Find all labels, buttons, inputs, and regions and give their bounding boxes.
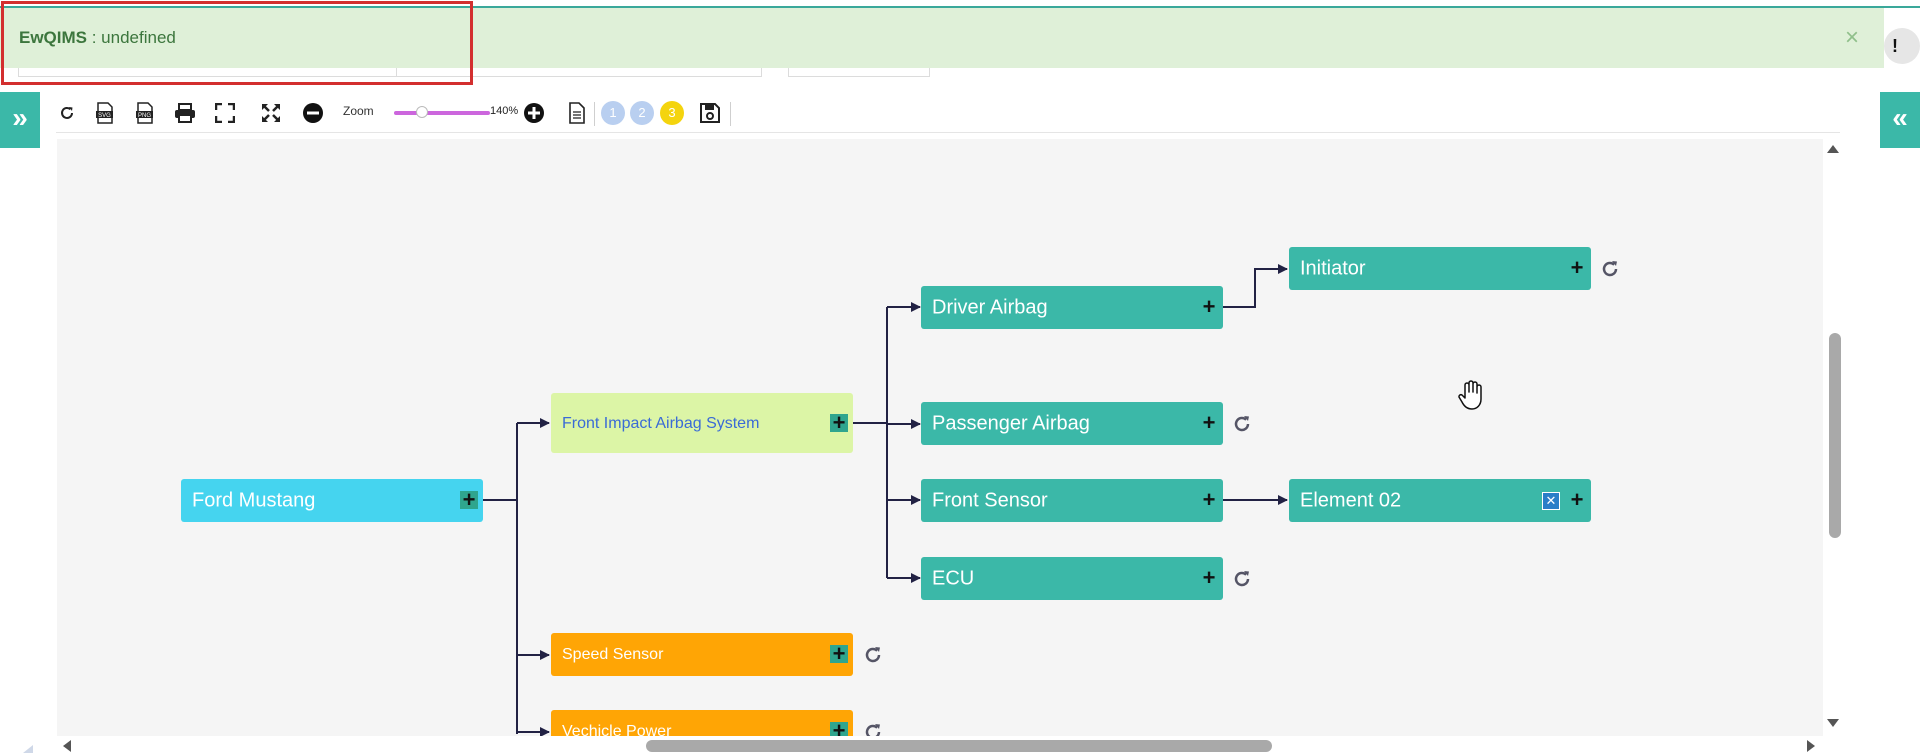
- expand-plus-icon[interactable]: +: [1570, 487, 1584, 512]
- node-ford-mustang[interactable]: Ford Mustang +: [181, 479, 483, 522]
- document-icon[interactable]: [564, 100, 590, 126]
- scroll-up-icon[interactable]: [1826, 144, 1840, 154]
- node-label: Element 02: [1300, 489, 1402, 511]
- scroll-down-icon[interactable]: [1826, 718, 1840, 728]
- refresh-node-icon[interactable]: [1230, 412, 1254, 436]
- diagram-canvas[interactable]: Ford Mustang + Front Impact Airbag Syste…: [57, 139, 1823, 736]
- refresh-icon[interactable]: [54, 100, 80, 126]
- zoom-in-icon[interactable]: [521, 100, 547, 126]
- node-label: Initiator: [1300, 257, 1366, 279]
- refresh-node-icon[interactable]: [1230, 567, 1254, 591]
- node-vehicle-power[interactable]: Vechicle Power +: [551, 710, 853, 736]
- alert-text: : undefined: [87, 28, 176, 47]
- png-export-icon[interactable]: PNG: [132, 100, 158, 126]
- connector-lines: [483, 264, 1288, 736]
- top-border: [0, 6, 1920, 8]
- print-icon[interactable]: [172, 100, 198, 126]
- zoom-out-icon[interactable]: [300, 100, 326, 126]
- refresh-node-icon[interactable]: [861, 720, 885, 736]
- expand-plus-icon[interactable]: +: [1202, 410, 1216, 435]
- help-badge[interactable]: !: [1884, 28, 1920, 64]
- scroll-right-icon[interactable]: [1806, 739, 1816, 753]
- resize-corner-icon: [23, 745, 33, 753]
- right-panel-toggle[interactable]: «: [1880, 92, 1920, 148]
- highlight-box: [1, 1, 473, 85]
- fit-screen-icon[interactable]: [212, 100, 238, 126]
- svg-text:PNG: PNG: [138, 113, 151, 119]
- save-icon[interactable]: [697, 100, 723, 126]
- level-1-button[interactable]: 1: [601, 101, 625, 125]
- node-label: Speed Sensor: [562, 645, 664, 663]
- toolbar-separator: [594, 102, 595, 126]
- expand-plus-icon[interactable]: +: [830, 720, 848, 736]
- zoom-slider[interactable]: [394, 111, 490, 115]
- node-label: ECU: [932, 567, 975, 589]
- node-speed-sensor[interactable]: Speed Sensor +: [551, 633, 853, 676]
- node-driver-airbag[interactable]: Driver Airbag +: [921, 286, 1223, 329]
- horizontal-scroll-thumb[interactable]: [646, 740, 1272, 752]
- node-label: Passenger Airbag: [932, 412, 1090, 434]
- node-initiator[interactable]: Initiator +: [1289, 247, 1591, 290]
- refresh-node-icon[interactable]: [1598, 257, 1622, 281]
- zoom-slider-thumb[interactable]: [416, 106, 428, 118]
- node-passenger-airbag[interactable]: Passenger Airbag +: [921, 402, 1223, 445]
- expand-plus-icon[interactable]: +: [1202, 565, 1216, 590]
- expand-plus-icon[interactable]: +: [830, 412, 848, 434]
- node-front-impact-airbag-system[interactable]: Front Impact Airbag System +: [551, 393, 853, 453]
- expand-plus-icon[interactable]: +: [1202, 487, 1216, 512]
- level-2-button[interactable]: 2: [630, 101, 654, 125]
- alert-close-button[interactable]: ×: [1845, 24, 1860, 51]
- vertical-scroll-thumb[interactable]: [1829, 333, 1841, 538]
- expand-plus-icon[interactable]: +: [1570, 255, 1584, 280]
- toolbar-divider: [56, 132, 1840, 133]
- zoom-percent: 140%: [490, 105, 519, 117]
- node-label: Front Sensor: [932, 489, 1048, 511]
- node-label: Ford Mustang: [192, 489, 316, 511]
- notification-alert: [0, 8, 1884, 68]
- expand-plus-icon[interactable]: +: [1202, 294, 1216, 319]
- toolbar-separator: [730, 102, 731, 126]
- expand-plus-icon[interactable]: +: [460, 489, 478, 511]
- remove-node-icon[interactable]: ✕: [1542, 492, 1560, 510]
- svg-export-icon[interactable]: SVG: [92, 100, 118, 126]
- node-label: Vechicle Power: [562, 722, 672, 737]
- alert-app-name: EwQIMS: [19, 28, 88, 47]
- expand-plus-icon[interactable]: +: [830, 643, 848, 665]
- expand-icon[interactable]: [258, 100, 284, 126]
- node-element-02[interactable]: Element 02 ✕ +: [1289, 479, 1591, 522]
- svg-text:SVG: SVG: [98, 113, 111, 119]
- node-label: Front Impact Airbag System: [562, 415, 760, 432]
- alert-message: EwQIMS : undefined: [19, 28, 176, 48]
- left-panel-toggle[interactable]: »: [0, 92, 40, 148]
- level-3-button[interactable]: 3: [660, 101, 684, 125]
- refresh-node-icon[interactable]: [861, 643, 885, 667]
- zoom-label: Zoom: [343, 104, 374, 118]
- node-ecu[interactable]: ECU +: [921, 557, 1223, 600]
- scroll-left-icon[interactable]: [62, 739, 72, 753]
- hand-cursor-icon: [1458, 380, 1482, 410]
- node-front-sensor[interactable]: Front Sensor +: [921, 479, 1223, 522]
- node-label: Driver Airbag: [932, 296, 1048, 318]
